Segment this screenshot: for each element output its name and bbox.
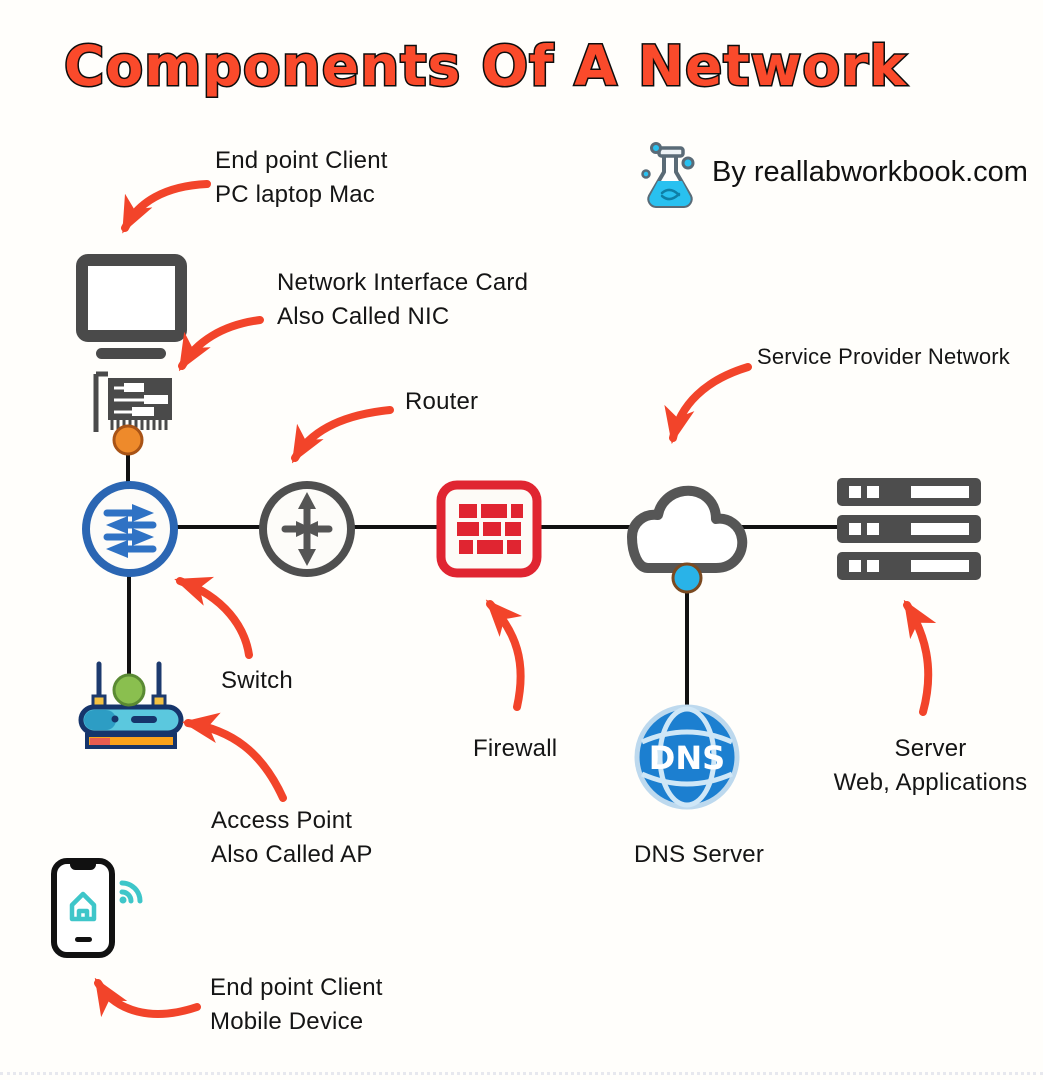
monitor-icon <box>76 254 187 359</box>
arrow-to-switch <box>174 576 253 659</box>
nic-port-dot <box>112 424 144 456</box>
wifi-dot <box>119 896 127 904</box>
dns-badge-text: DNS <box>649 739 725 777</box>
label-nic-line2: Also Called NIC <box>277 303 450 330</box>
page-title: Components Of A Network <box>63 33 908 100</box>
cloud-icon <box>627 485 748 573</box>
arrow-to-monitor <box>121 180 211 234</box>
server-rack-icon <box>837 478 981 580</box>
arrow-to-server <box>903 599 937 716</box>
network-card-icon <box>93 371 172 432</box>
label-server-line2: Web, Applications <box>833 769 1028 796</box>
arrow-to-phone <box>94 977 201 1018</box>
label-firewall-text: Firewall <box>473 735 558 762</box>
wifi-signal-icon <box>119 880 143 904</box>
byline-text: By reallabworkbook.com <box>712 156 1028 188</box>
label-switch: Switch <box>221 664 293 698</box>
label-access-point-line1: Access Point <box>211 807 353 834</box>
wireless-access-point-icon <box>78 661 184 749</box>
label-endpoint-mobile: End point Client Mobile Device <box>210 971 383 1039</box>
arrow-to-nic <box>178 316 264 372</box>
cloud-port-dot <box>671 562 703 594</box>
label-dns-server-text: DNS Server <box>634 841 765 868</box>
label-server: Server Web, Applications <box>828 732 1033 800</box>
switch-icon <box>82 481 178 577</box>
firewall-brick-icon <box>436 480 542 578</box>
label-endpoint-pc: End point Client PC laptop Mac <box>215 144 388 212</box>
smartphone-icon <box>51 858 143 958</box>
label-service-provider-text: Service Provider Network <box>757 344 1010 369</box>
label-endpoint-pc-line1: End point Client <box>215 147 388 174</box>
label-nic-line1: Network Interface Card <box>277 269 529 296</box>
label-router: Router <box>405 385 478 419</box>
label-dns-server: DNS Server <box>634 838 764 872</box>
label-firewall: Firewall <box>473 732 557 766</box>
dns-globe-icon: DNS <box>634 704 740 810</box>
lab-flask-icon <box>641 142 695 208</box>
label-service-provider: Service Provider Network <box>757 340 1010 374</box>
label-endpoint-pc-line2: PC laptop Mac <box>215 181 376 208</box>
label-access-point-line2: Also Called AP <box>211 841 373 868</box>
footer-dotted-line <box>0 1072 1043 1075</box>
label-switch-text: Switch <box>221 667 293 694</box>
arrow-to-access-point <box>181 712 287 802</box>
ap-port-dot <box>112 673 146 707</box>
label-nic: Network Interface Card Also Called NIC <box>277 266 528 334</box>
arrow-to-cloud <box>664 363 752 444</box>
label-router-text: Router <box>405 388 479 415</box>
label-access-point: Access Point Also Called AP <box>211 804 373 872</box>
label-server-line1: Server <box>894 735 967 762</box>
arrow-to-firewall <box>485 599 525 711</box>
label-endpoint-mobile-line1: End point Client <box>210 974 383 1001</box>
router-icon <box>259 481 355 577</box>
label-endpoint-mobile-line2: Mobile Device <box>210 1008 364 1035</box>
arrow-to-router <box>291 406 394 464</box>
